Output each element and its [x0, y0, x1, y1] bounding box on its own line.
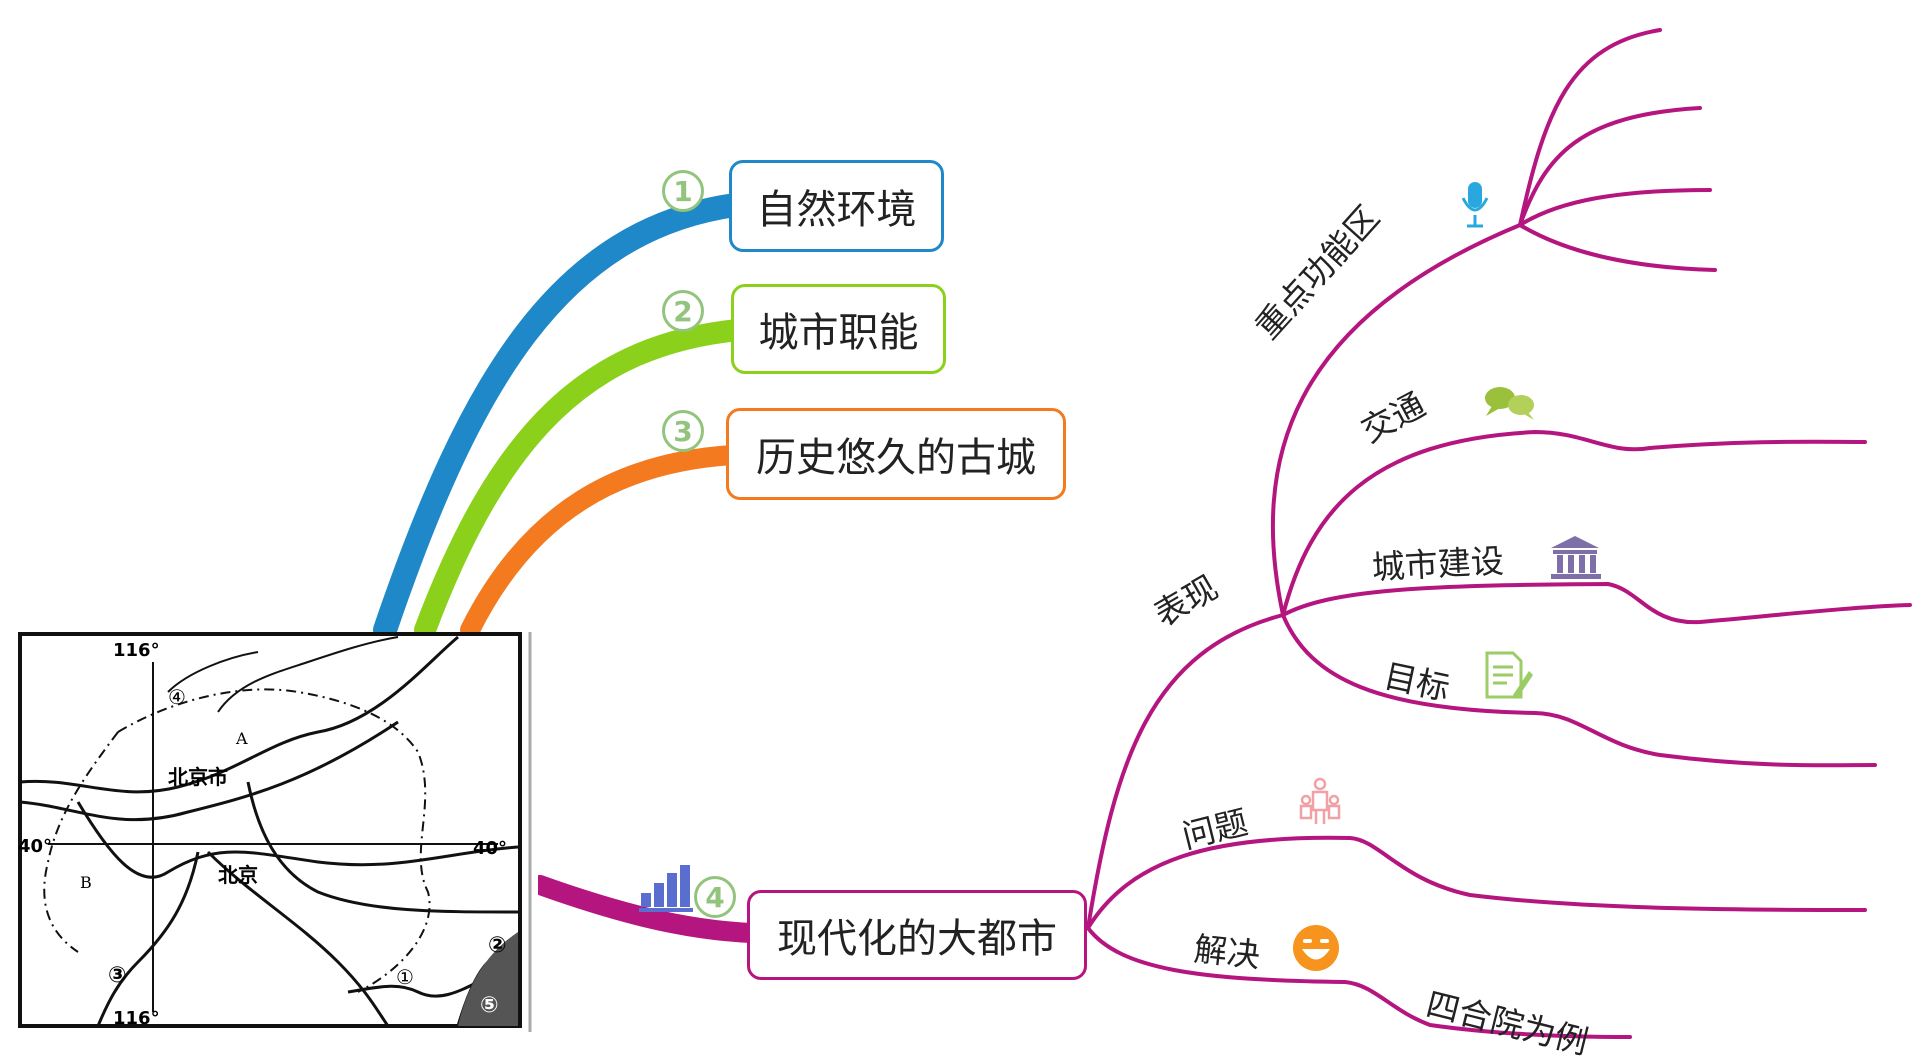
map-city-label: 北京市 — [168, 765, 228, 789]
map-circle-1: ① — [396, 965, 414, 989]
connector-metropolis — [530, 875, 762, 943]
twig-2 — [1518, 106, 1702, 227]
microphone-icon — [1461, 182, 1489, 228]
smiley-icon — [1293, 925, 1339, 971]
topic-natural-environment[interactable]: 自然环境 — [729, 160, 944, 252]
branch-jiejue — [1086, 926, 1632, 1039]
topic-metropolis[interactable]: 现代化的大都市 — [747, 890, 1087, 980]
beijing-map: 116° 116° 40° 40° 北京市 北京 A B ④ ③ ① ② ⑤ — [18, 632, 538, 1032]
topic-1-number: 1 — [662, 170, 704, 212]
twig-1 — [1518, 28, 1662, 227]
twig-4 — [1518, 223, 1717, 272]
branch-mubiao — [1281, 613, 1877, 768]
document-edit-icon — [1485, 651, 1533, 699]
map-mark-b: B — [80, 873, 92, 892]
branch-zhongdian — [1270, 223, 1522, 617]
map-circle-2: ② — [488, 933, 507, 958]
topic-metropolis-label: 现代化的大都市 — [777, 916, 1057, 962]
topic-city-function[interactable]: 城市职能 — [731, 284, 946, 374]
branch-label-chengshi[interactable]: 城市建设 — [1370, 541, 1505, 588]
topic-2-number: 2 — [662, 290, 704, 332]
topic-natural-environment-label: 自然环境 — [756, 187, 917, 233]
topic-ancient-city-label: 历史悠久的古城 — [756, 435, 1036, 481]
branch-jiaotong — [1281, 429, 1867, 617]
twig-3 — [1518, 188, 1712, 227]
topic-4-number: 4 — [694, 876, 736, 918]
connector-natural-env — [373, 193, 747, 642]
map-drawing: 116° 116° 40° 40° 北京市 北京 A B ④ ③ ① ② ⑤ — [18, 632, 532, 1032]
branch-biaoxian — [1086, 613, 1285, 930]
map-center-label: 北京 — [218, 863, 258, 887]
map-lon-top: 116° — [113, 640, 160, 661]
map-circle-3: ③ — [108, 963, 127, 988]
branch-chengshi — [1281, 581, 1912, 625]
map-lon-bottom: 116° — [113, 1008, 160, 1029]
branch-label-jiejue[interactable]: 解决 — [1192, 929, 1262, 975]
map-circle-4: ④ — [168, 685, 186, 709]
connector-ancient-city — [460, 445, 743, 640]
map-mark-a: A — [235, 729, 248, 748]
topic-city-function-label: 城市职能 — [758, 310, 919, 356]
connector-city-function — [414, 319, 749, 641]
people-icon — [1299, 777, 1341, 824]
map-lat-right: 40° — [473, 838, 507, 859]
topic-3-number: 3 — [662, 410, 704, 452]
topic-ancient-city[interactable]: 历史悠久的古城 — [726, 408, 1066, 500]
branch-wenti — [1086, 835, 1867, 930]
museum-icon — [1551, 536, 1601, 579]
chat-bubbles-icon — [1485, 387, 1534, 420]
map-circle-5: ⑤ — [480, 993, 499, 1018]
map-lat-left: 40° — [18, 836, 52, 857]
bar-chart-icon — [639, 865, 693, 912]
